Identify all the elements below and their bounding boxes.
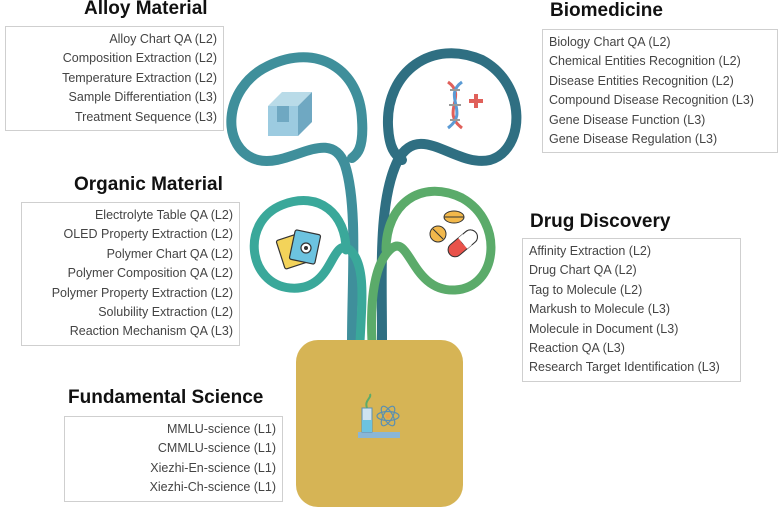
list-item: Temperature Extraction (L2) [62,70,217,85]
list-item: Drug Chart QA (L2) [529,263,637,278]
list-item: Solubility Extraction (L2) [98,305,233,320]
list-item: Tag to Molecule (L2) [529,282,643,297]
list-item: CMMLU-science (L1) [157,441,276,456]
list-item: Biology Chart QA (L2) [549,35,671,49]
pills-icon [429,210,478,258]
list-item: Xiezhi-En-science (L1) [150,460,276,475]
list-item: Alloy Chart QA (L2) [109,32,217,46]
list-item: Reaction QA (L3) [529,341,625,356]
list-item: Sample Differentiation (L3) [68,90,217,105]
bio-title: Biomedicine [550,0,663,21]
steel-beam-icon [268,92,312,136]
alloy-title: Alloy Material [84,0,208,19]
list-item: Treatment Sequence (L3) [75,109,217,124]
science-lab-icon [358,393,400,438]
bio-task-list: Biology Chart QA (L2) Chemical Entities … [542,29,778,154]
science-task-list: MMLU-science (L1) CMMLU-science (L1) Xie… [64,416,283,502]
alloy-task-list: Alloy Chart QA (L2) Composition Extracti… [5,26,224,132]
molecule-cards-icon [275,229,322,270]
list-item: Chemical Entities Recognition (L2) [549,54,741,69]
drug-title: Drug Discovery [530,211,671,232]
drug-branch [367,186,496,347]
list-item: Research Target Identification (L3) [529,360,720,375]
list-item: Compound Disease Recognition (L3) [549,93,754,108]
list-item: Polymer Property Extraction (L2) [51,285,233,300]
list-item: MMLU-science (L1) [166,422,276,436]
alloy-branch [226,52,368,347]
list-item: Disease Entities Recognition (L2) [549,73,734,88]
organic-title: Organic Material [74,174,223,195]
list-item: Electrolyte Table QA (L2) [94,208,233,222]
list-item: Gene Disease Regulation (L3) [549,132,718,147]
list-item: Molecule in Document (L3) [529,321,679,336]
list-item: OLED Property Extraction (L2) [63,227,233,242]
list-item: Markush to Molecule (L3) [529,302,671,317]
list-item: Affinity Extraction (L2) [529,244,652,258]
drug-task-list: Affinity Extraction (L2) Drug Chart QA (… [522,238,741,382]
science-title: Fundamental Science [68,387,264,408]
organic-branch [249,196,367,347]
bio-branch [376,48,522,347]
list-item: Composition Extraction (L2) [62,51,217,66]
list-item: Reaction Mechanism QA (L3) [69,324,233,339]
list-item: Gene Disease Function (L3) [549,112,706,127]
list-item: Polymer Composition QA (L2) [67,266,233,281]
list-item: Polymer Chart QA (L2) [106,246,233,261]
organic-task-list: Electrolyte Table QA (L2) OLED Property … [21,202,240,346]
list-item: Xiezhi-Ch-science (L1) [149,480,276,495]
pot [296,340,463,507]
dna-icon [447,80,483,130]
